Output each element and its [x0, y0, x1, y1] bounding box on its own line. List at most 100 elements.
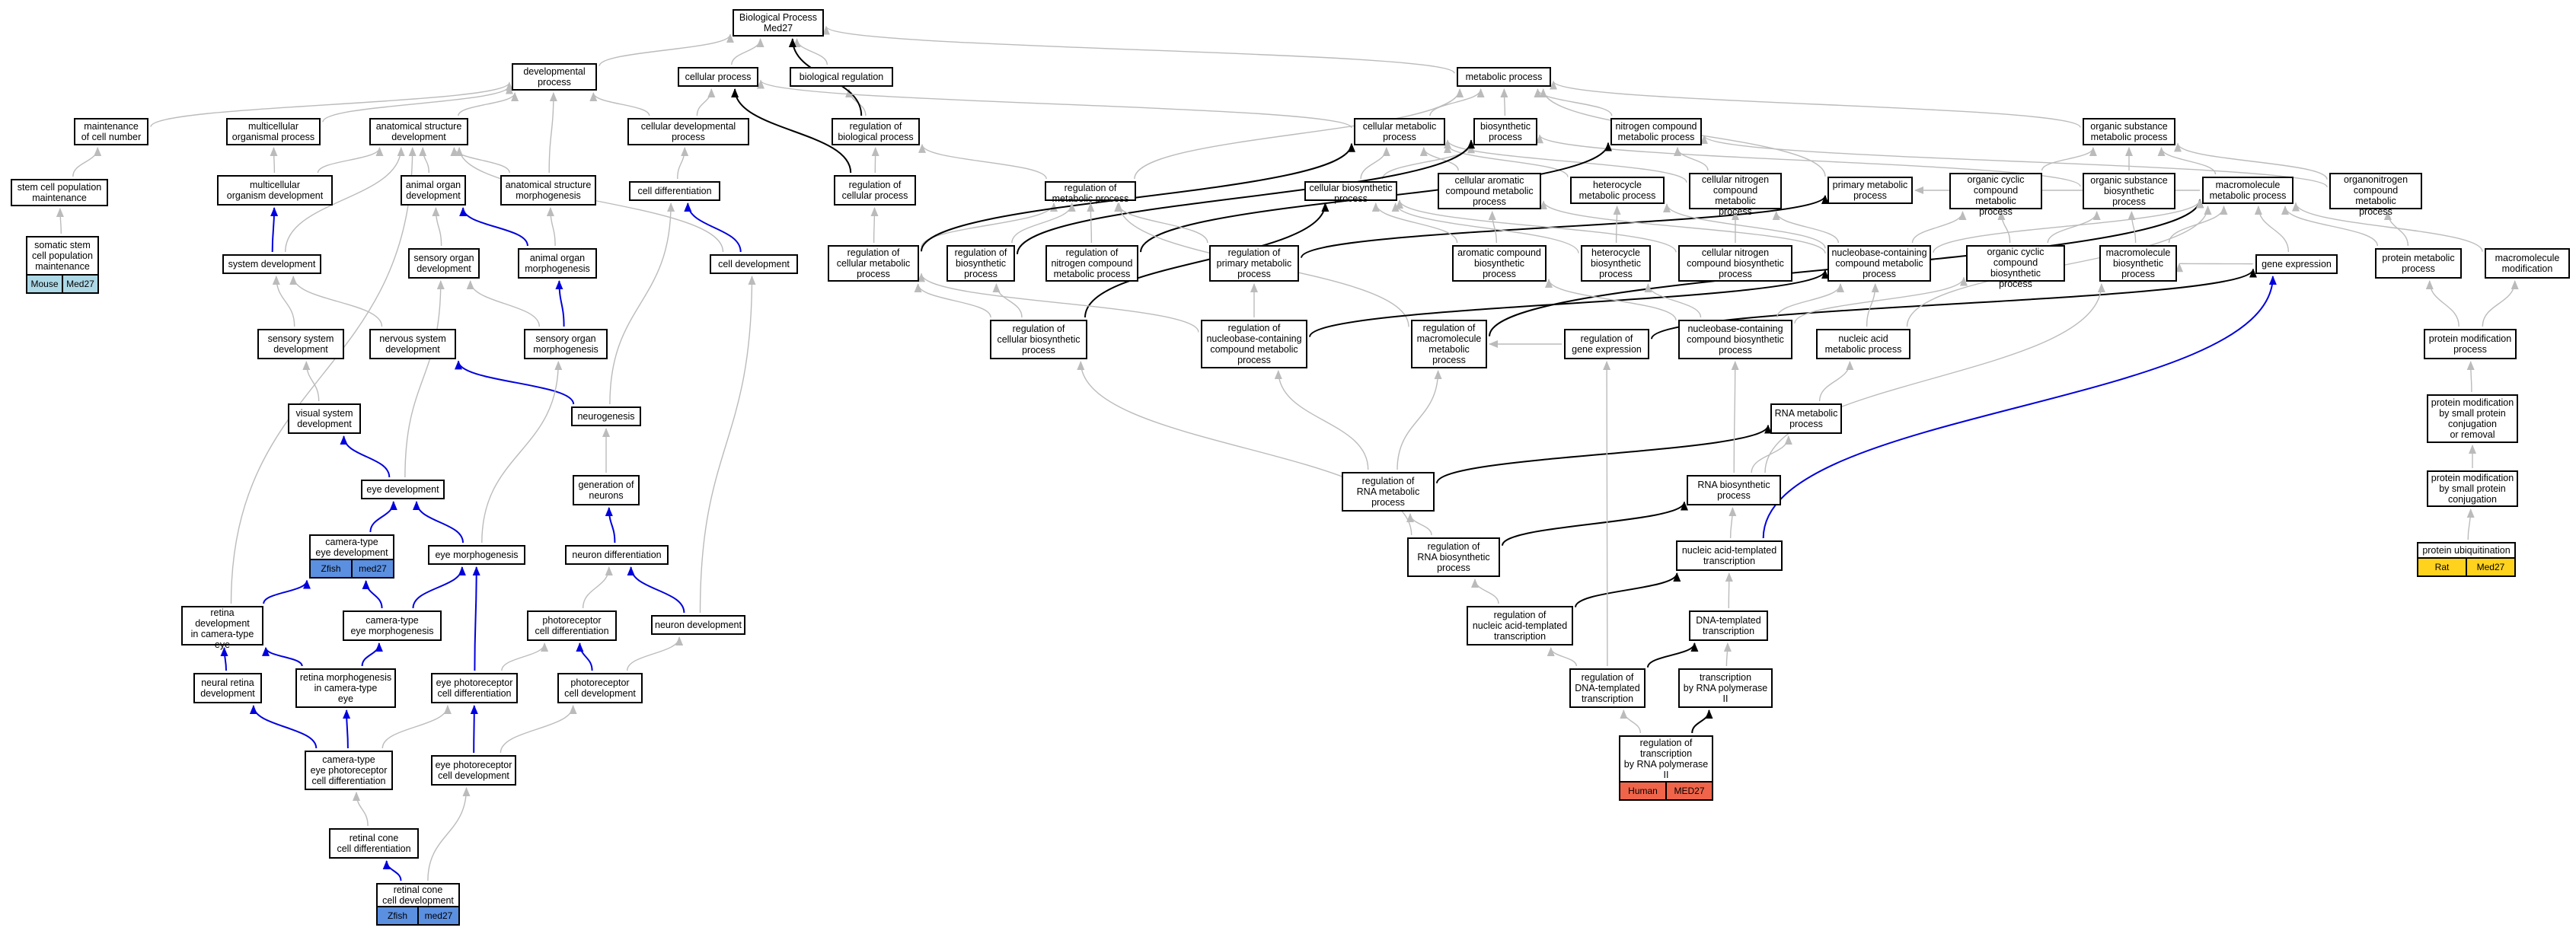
go-term-aom[interactable]: animal organ morphogenesis	[518, 248, 597, 279]
go-term-celldiff[interactable]: cell differentiation	[629, 181, 720, 201]
go-term-neurdev[interactable]: neuron development	[651, 615, 745, 635]
go-term-regcbp[interactable]: regulation of cellular biosynthetic proc…	[990, 320, 1087, 359]
go-term-mcod[interactable]: multicellular organism development	[217, 175, 333, 206]
go-term-aod[interactable]: animal organ development	[401, 175, 466, 206]
go-term-cellp[interactable]: cellular process	[678, 67, 758, 87]
go-term-neurdiff[interactable]: neuron differentiation	[565, 545, 669, 565]
go-term-geneexp[interactable]: gene expression	[2255, 254, 2338, 274]
go-term-cncmp[interactable]: cellular nitrogen compound metabolic pro…	[1689, 173, 1782, 217]
go-term-natt[interactable]: nucleic acid-templated transcription	[1676, 540, 1783, 571]
go-term-regtrnap2[interactable]: regulation of transcription by RNA polym…	[1619, 735, 1713, 801]
go-term-ctem[interactable]: camera-type eye morphogenesis	[343, 610, 442, 641]
go-term-genneur[interactable]: generation of neurons	[573, 475, 640, 505]
go-term-regdtt[interactable]: regulation of DNA-templated transcriptio…	[1569, 668, 1646, 708]
go-term-camp[interactable]: cellular aromatic compound metabolic pro…	[1438, 173, 1541, 209]
go-term-celldev[interactable]: cell development	[710, 254, 798, 274]
go-term-oncmp[interactable]: organonitrogen compound metabolic proces…	[2329, 173, 2422, 217]
go-term-label: system development	[228, 259, 316, 269]
go-term-regnbcmp[interactable]: regulation of nucleobase-containing comp…	[1201, 320, 1307, 368]
go-term-neurogen[interactable]: neurogenesis	[571, 406, 641, 426]
go-term-rnamp[interactable]: RNA metabolic process	[1770, 403, 1842, 434]
go-term-ncmp[interactable]: nitrogen compound metabolic process	[1610, 118, 1702, 145]
go-term-rmcte[interactable]: retina morphogenesis in camera-type eye	[295, 668, 396, 708]
go-term-cncbp[interactable]: cellular nitrogen compound biosynthetic …	[1678, 245, 1792, 282]
go-term-occbp[interactable]: organic cyclic compound biosynthetic pro…	[1966, 245, 2065, 289]
go-term-occmp[interactable]: organic cyclic compound metabolic proces…	[1949, 173, 2042, 217]
go-term-regcmp[interactable]: regulation of cellular metabolic process	[828, 245, 919, 282]
go-term-prcdev[interactable]: photoreceptor cell development	[557, 673, 643, 703]
go-term-pmspc2[interactable]: protein modification by small protein co…	[2427, 470, 2518, 507]
go-term-devp[interactable]: developmental process	[512, 63, 597, 91]
go-term-macmp[interactable]: macromolecule metabolic process	[2202, 177, 2294, 204]
go-term-protmodp[interactable]: protein modification process	[2424, 329, 2517, 359]
go-term-ssd[interactable]: sensory system development	[257, 329, 344, 359]
edge-ctem-to-cted	[362, 580, 383, 609]
edge-mcod-to-asd	[317, 147, 384, 174]
go-term-rccd[interactable]: retinal cone cell differentiation	[329, 828, 419, 859]
go-term-label: regulation of macromolecule metabolic pr…	[1416, 323, 1482, 365]
go-term-hbp[interactable]: heterocycle biosynthetic process	[1581, 245, 1651, 282]
go-term-label: aromatic compound biosynthetic process	[1457, 247, 1541, 279]
go-term-regbiop[interactable]: regulation of biosynthetic process	[946, 245, 1015, 282]
go-term-protmp[interactable]: protein metabolic process	[2375, 248, 2462, 279]
go-term-nbcbp[interactable]: nucleobase-containing compound biosynthe…	[1678, 320, 1792, 359]
go-term-bioreg[interactable]: biological regulation	[790, 67, 893, 87]
go-term-nrd[interactable]: neural retina development	[193, 673, 262, 703]
go-term-nsd[interactable]: nervous system development	[369, 329, 456, 359]
go-term-trnap2[interactable]: transcription by RNA polymerase II	[1678, 668, 1773, 708]
go-term-cbp[interactable]: cellular biosynthetic process	[1304, 181, 1397, 204]
go-term-macbp[interactable]: macromolecule biosynthetic process	[2099, 245, 2177, 282]
go-term-epcd[interactable]: eye photoreceptor cell differentiation	[431, 673, 518, 703]
go-term-reggeneexp[interactable]: regulation of gene expression	[1564, 329, 1649, 359]
go-term-som[interactable]: sensory organ morphogenesis	[524, 329, 608, 359]
go-term-label: eye photoreceptor cell differentiation	[436, 677, 513, 699]
go-term-prcd[interactable]: photoreceptor cell differentiation	[527, 610, 617, 641]
go-term-namp[interactable]: nucleic acid metabolic process	[1816, 329, 1910, 359]
edge-occmp-to-osmp	[2041, 147, 2097, 171]
go-term-osbp[interactable]: organic substance biosynthetic process	[2083, 173, 2175, 209]
go-term-regmp[interactable]: regulation of metabolic process	[1045, 181, 1136, 204]
go-term-rnabp[interactable]: RNA biosynthetic process	[1687, 475, 1781, 505]
go-term-dtt[interactable]: DNA-templated transcription	[1689, 610, 1768, 641]
go-term-scpm_m[interactable]: somatic stem cell population maintenance…	[26, 236, 99, 294]
go-term-regrnamp[interactable]: regulation of RNA metabolic process	[1342, 472, 1435, 512]
go-term-macmod[interactable]: macromolecule modification	[2485, 248, 2570, 279]
go-term-biop[interactable]: biosynthetic process	[1473, 118, 1537, 145]
go-term-pmspc[interactable]: protein modification by small protein co…	[2427, 394, 2518, 443]
go-term-eyedev[interactable]: eye development	[361, 480, 445, 499]
edge-cdp-to-cellp	[696, 88, 716, 116]
go-term-regncmp[interactable]: regulation of nitrogen compound metaboli…	[1045, 245, 1138, 282]
go-term-osmp[interactable]: organic substance metabolic process	[2083, 118, 2175, 145]
go-term-acbp[interactable]: aromatic compound biosynthetic process	[1452, 245, 1547, 282]
go-term-vsd[interactable]: visual system development	[288, 403, 361, 434]
go-term-sysdev[interactable]: system development	[222, 254, 321, 274]
go-term-ctepcd[interactable]: camera-type eye photoreceptor cell diffe…	[305, 751, 393, 790]
go-term-regcp[interactable]: regulation of cellular process	[834, 175, 916, 206]
go-term-scpm[interactable]: stem cell population maintenance	[11, 179, 108, 206]
go-term-regbp[interactable]: regulation of biological process	[832, 118, 920, 145]
go-term-pmp[interactable]: primary metabolic process	[1827, 177, 1913, 204]
go-term-label: nucleic acid metabolic process	[1824, 333, 1902, 355]
go-term-regpmp[interactable]: regulation of primary metabolic process	[1209, 245, 1299, 282]
edge-sysdev-to-asd	[285, 147, 405, 253]
go-term-nbcmp[interactable]: nucleobase-containing compound metabolic…	[1827, 245, 1931, 282]
go-term-maint[interactable]: maintenance of cell number	[74, 118, 148, 145]
go-term-epcdev[interactable]: eye photoreceptor cell development	[431, 755, 516, 786]
go-term-cdp[interactable]: cellular developmental process	[627, 118, 749, 145]
go-term-regnatt[interactable]: regulation of nucleic acid-templated tra…	[1467, 606, 1573, 646]
go-term-mod[interactable]: multicellular organismal process	[226, 118, 321, 145]
go-term-rdcte[interactable]: retina development in camera-type eye	[181, 606, 263, 650]
go-term-metp[interactable]: metabolic process	[1457, 67, 1551, 87]
go-term-eyemorph[interactable]: eye morphogenesis	[428, 545, 525, 565]
go-term-cmp[interactable]: cellular metabolic process	[1354, 118, 1445, 145]
go-term-bp[interactable]: Biological Process Med27	[733, 9, 824, 37]
go-term-regrnabp[interactable]: regulation of RNA biosynthetic process	[1407, 537, 1500, 577]
go-term-asm[interactable]: anatomical structure morphogenesis	[500, 175, 596, 206]
go-term-hmp[interactable]: heterocycle metabolic process	[1570, 177, 1665, 204]
go-term-asd[interactable]: anatomical structure development	[369, 118, 468, 145]
go-term-sod[interactable]: sensory organ development	[408, 248, 480, 279]
go-term-regmacmp[interactable]: regulation of macromolecule metabolic pr…	[1411, 320, 1487, 368]
